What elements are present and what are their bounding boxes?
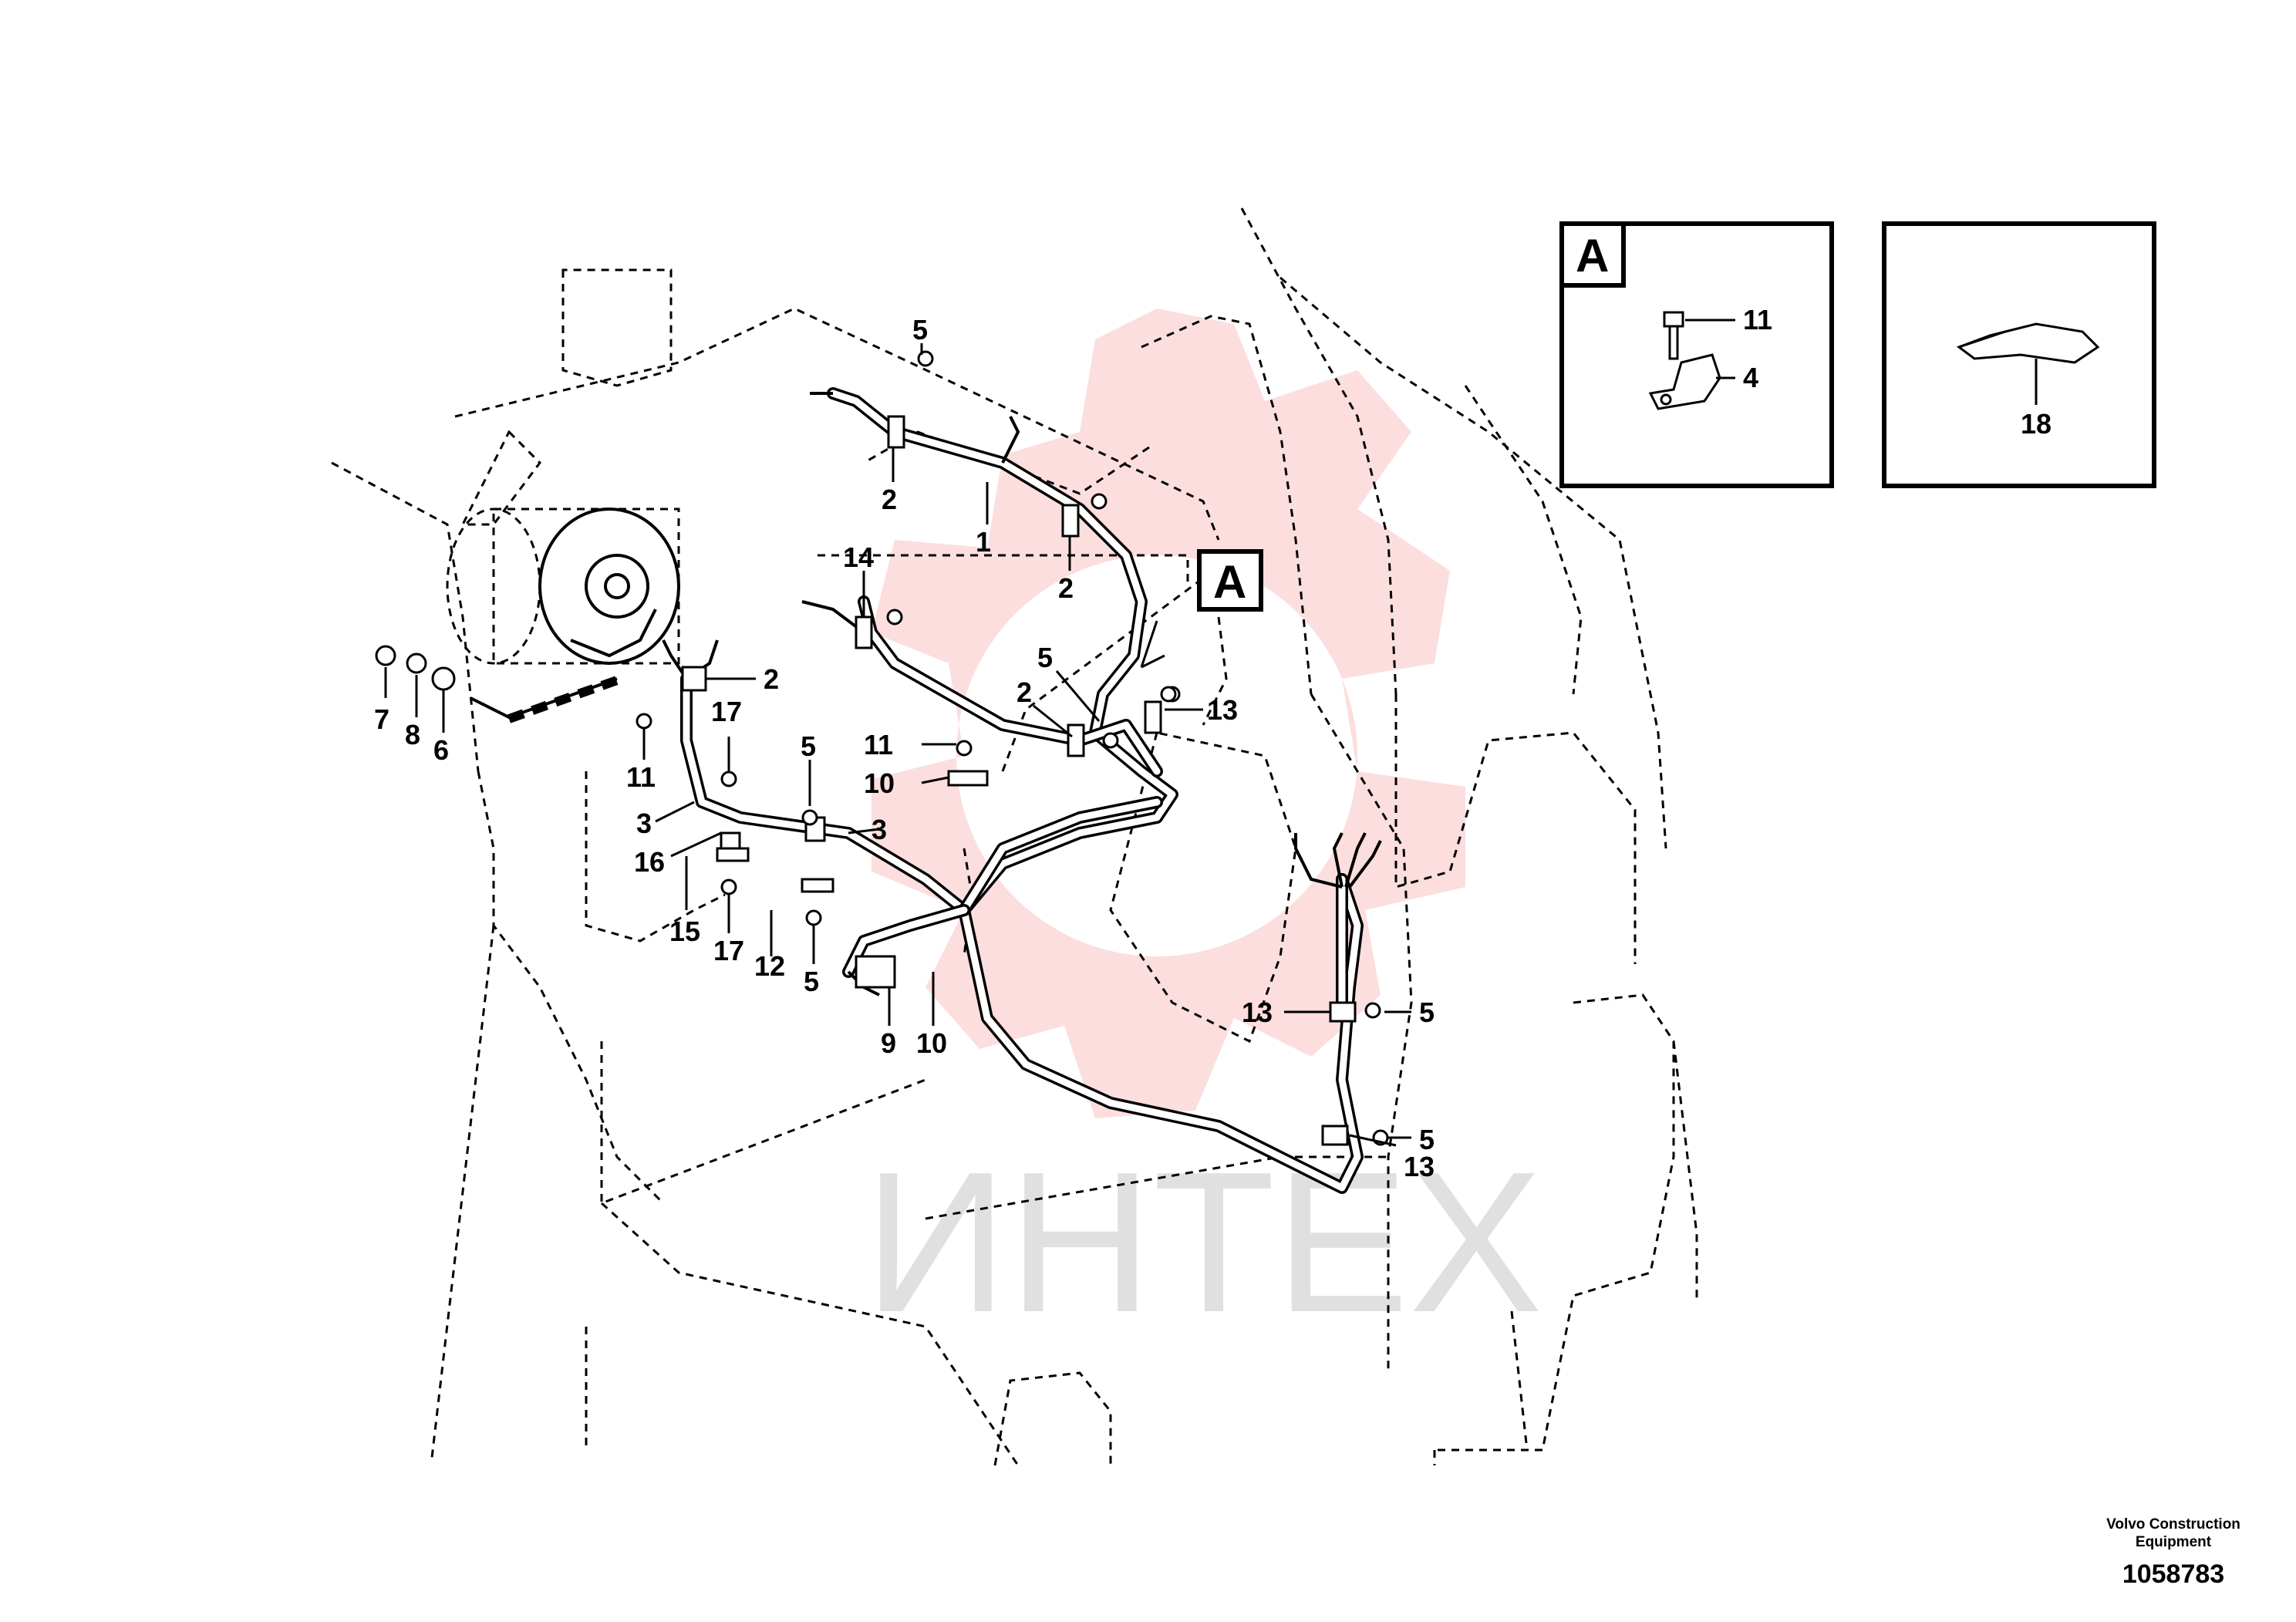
bolt-part [801,809,818,826]
bolt-part [805,909,822,926]
clamp-part [1067,723,1085,757]
alternator [446,508,680,665]
callout-11-mid: 11 [864,729,893,760]
callout-5-right1: 5 [1419,996,1435,1028]
bracket-part [801,878,834,893]
callout-2-top: 2 [882,484,897,515]
bolt-part [1102,732,1119,749]
clamp-part [1144,700,1162,734]
company-name-line2: Equipment [2136,1534,2212,1550]
clamp-part [887,415,905,449]
bolt-part [1160,686,1177,703]
callout-13-mid: 13 [1242,996,1273,1028]
callout-14: 14 [843,541,874,573]
callout-5-right2: 5 [1419,1124,1435,1155]
callout-8: 8 [405,719,420,750]
callout-17-top: 17 [711,696,742,727]
callout-6: 6 [433,734,449,766]
p-clamp-icon [1648,353,1721,410]
callout-13-bottom: 13 [1404,1151,1435,1182]
callout-12: 12 [754,950,785,982]
view-a-flag: A [1197,549,1263,612]
company-name-line1: Volvo Construction [2106,1516,2240,1533]
bolt-part [886,609,903,626]
watermark-gear-icon [872,309,1465,1118]
detail-a-letter: A [1576,230,1609,282]
detail-box-cable-tie: 18 [1882,221,2156,488]
callout-15: 15 [669,916,700,947]
watermark-text: ИНТЕХ [864,1131,1542,1354]
callout-2-left: 2 [764,663,779,695]
callout-5-mid: 5 [1037,642,1053,673]
drawing-number: 1058783 [2122,1560,2224,1589]
bracket-part [947,770,989,787]
bolt-part [917,350,934,367]
callout-13-top: 13 [1207,694,1238,726]
callout-1: 1 [976,526,991,558]
callout-16: 16 [634,846,665,878]
callout-5-low: 5 [804,966,819,997]
view-a-letter: A [1213,556,1246,608]
callout-2-lowmid: 2 [1017,676,1032,708]
callout-10-low: 10 [916,1027,947,1059]
callout-9: 9 [881,1027,896,1059]
callout-11-left: 11 [626,761,656,793]
bolt-icon [1663,311,1684,360]
callout-17-bottom: 17 [713,935,744,966]
clamp-part [681,666,707,692]
bracket-part [855,955,896,989]
bolt-part [1091,493,1108,510]
clamp-part [1321,1125,1349,1146]
bracket-part [716,847,750,862]
nut-part [431,666,456,691]
callout-7: 7 [374,703,389,735]
washer-part [375,645,396,666]
detail-callout-18: 18 [2021,408,2052,440]
callout-5-top: 5 [912,314,928,346]
callout-5-center: 5 [801,730,816,762]
bolt-part [720,771,737,787]
bolt-part [956,740,973,757]
cable-tie-icon [1956,322,2100,364]
callout-2-mid: 2 [1058,572,1074,604]
callout-3-right: 3 [872,814,887,845]
bolt-part [636,713,652,730]
small-parts [375,350,1389,1146]
clamp-part [1329,1001,1357,1023]
callout-labels: 5 2 1 2 14 5 2 13 2 7 8 6 11 17 11 5 10 … [374,314,1435,1182]
clamp-part [855,615,873,649]
callout-3-left: 3 [636,808,652,839]
detail-callout-4: 4 [1743,362,1758,393]
bolt-part [720,878,737,895]
detail-box-a: A 11 4 [1559,221,1834,488]
leader-lines [384,343,1411,1147]
callout-10-mid: 10 [864,767,895,799]
detail-callout-11: 11 [1743,304,1772,336]
washer-part [406,653,427,674]
clamp-part [1061,504,1080,538]
bolt-part [1364,1002,1381,1019]
footer-block: Volvo Construction Equipment 1058783 [2106,1516,2240,1589]
